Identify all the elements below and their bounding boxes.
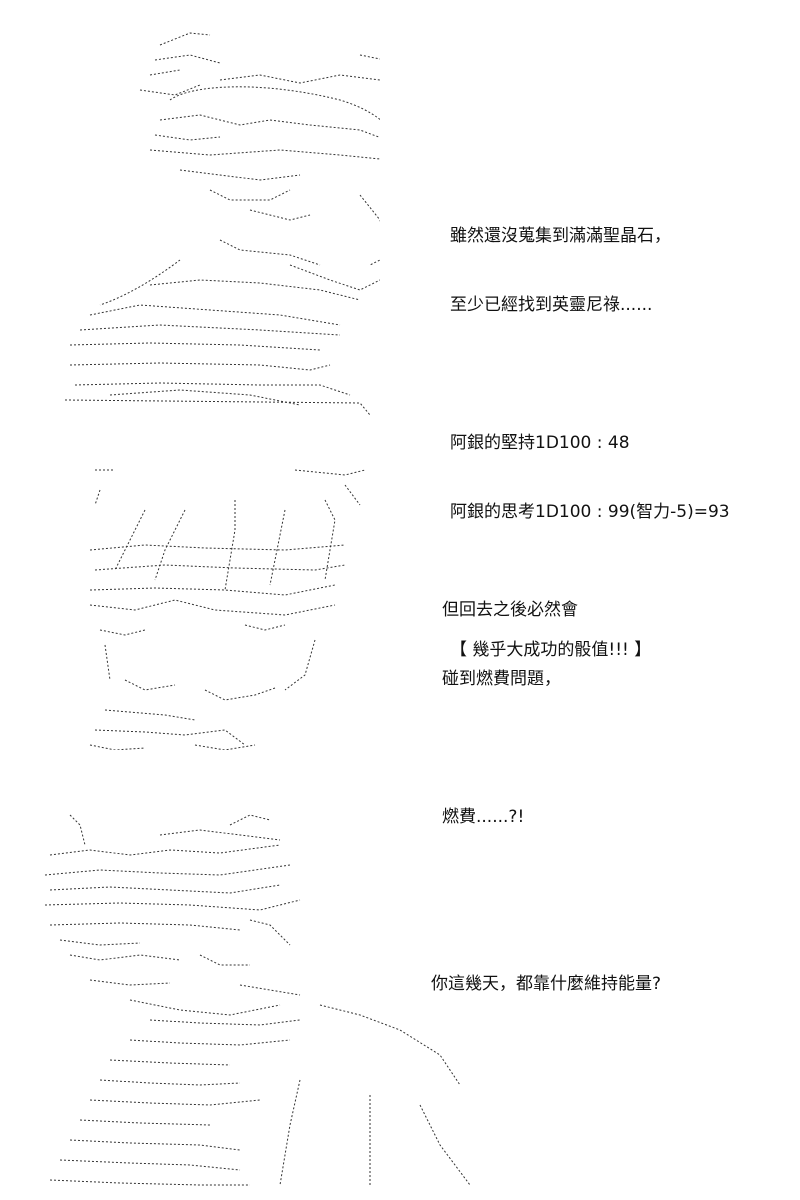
dialogue-line: 但回去之後必然會 <box>442 600 578 620</box>
panel-3: 你這幾天，都靠什麼維持能量? <box>0 790 800 1200</box>
dialogue-text-2: 但回去之後必然會 碰到燃費問題， 燃費......?! <box>442 553 578 875</box>
dialogue-line: 碰到燃費問題， <box>442 669 561 689</box>
dialogue-text-3: 你這幾天，都靠什麼維持能量? <box>431 927 661 1042</box>
panel-2: 但回去之後必然會 碰到燃費問題， 燃費......?! <box>0 440 800 827</box>
ascii-art-figure-2 <box>85 460 385 750</box>
dialogue-line: 【 幾乎大成功的骰值!!! 】 <box>450 640 652 660</box>
dialogue-text-1: 雖然還沒蒐集到滿滿聖晶石， 至少已經找到英靈尼祿...... 阿銀的堅持1D10… <box>450 179 730 708</box>
panel-1: 雖然還沒蒐集到滿滿聖晶石， 至少已經找到英靈尼祿...... 阿銀的堅持1D10… <box>0 0 800 660</box>
dialogue-line: 雖然還沒蒐集到滿滿聖晶石， <box>450 226 671 246</box>
dialogue-line: 阿銀的思考1D100 : 99(智力-5)=93 <box>450 502 730 522</box>
ascii-art-figure-1 <box>60 25 380 415</box>
dialogue-line: 至少已經找到英靈尼祿...... <box>450 295 653 315</box>
dialogue-line: 你這幾天，都靠什麼維持能量? <box>431 974 662 994</box>
ascii-art-figure-3 <box>40 805 490 1190</box>
dialogue-line: 阿銀的堅持1D100 : 48 <box>450 433 630 453</box>
dialogue-line: 燃費......?! <box>442 807 525 827</box>
